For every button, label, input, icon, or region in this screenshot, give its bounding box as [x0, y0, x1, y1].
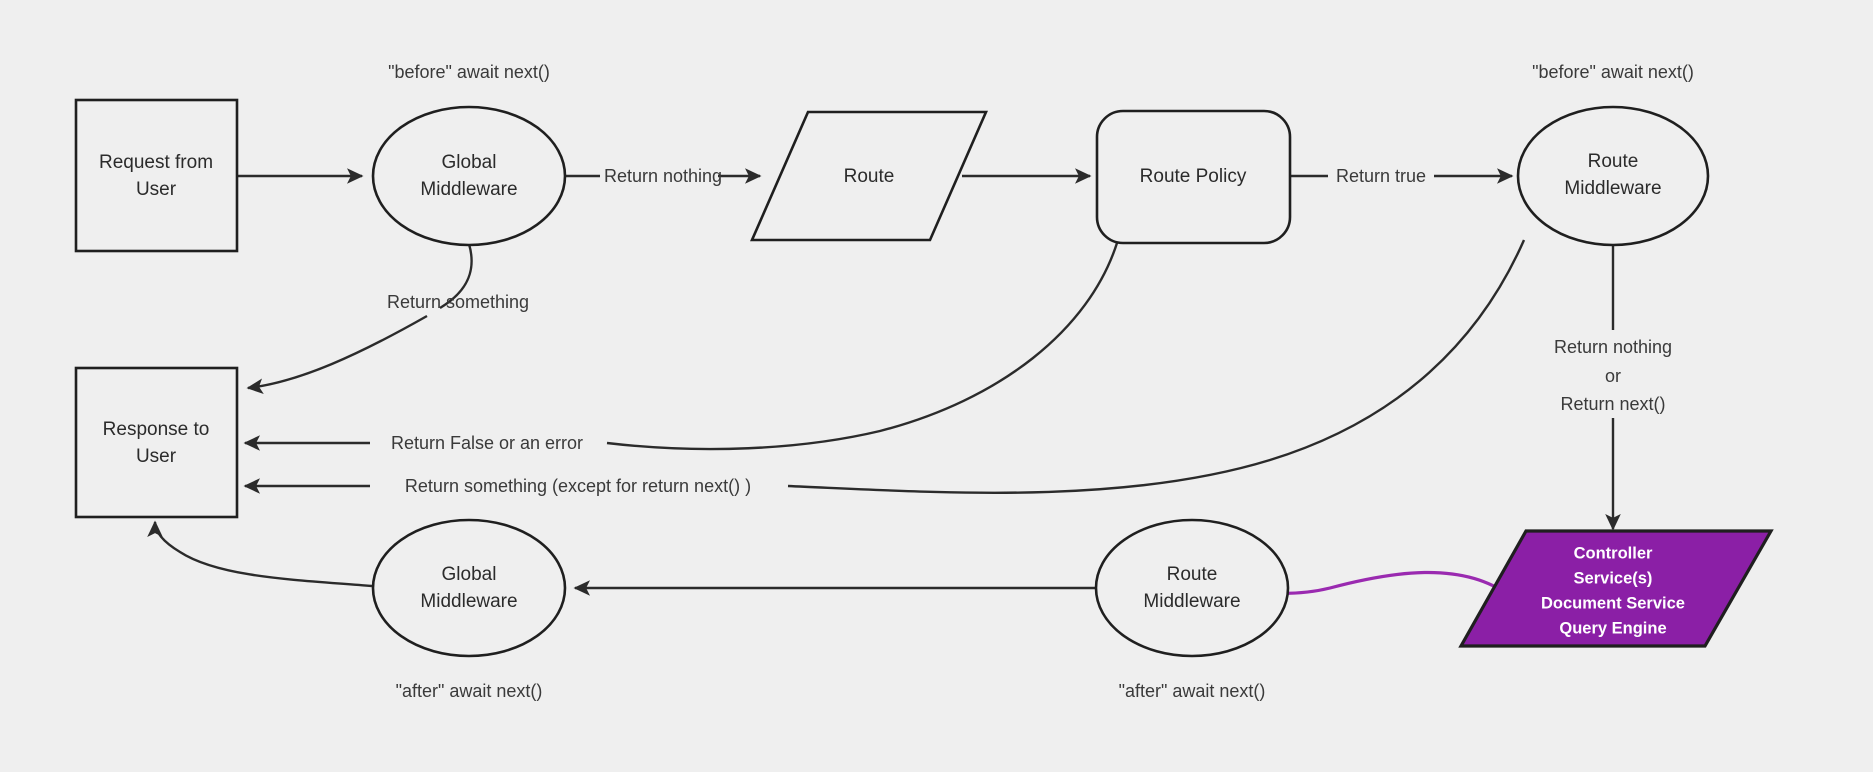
- node-route-middleware-top-line1: Route: [1588, 151, 1639, 172]
- node-response-to-user-line1: Response to: [103, 419, 210, 440]
- node-controller-services-line1: Controller: [1574, 544, 1653, 562]
- edge-label-return-nothing-or-next-line2: or: [1605, 366, 1621, 386]
- node-route-middleware-bottom-line2: Middleware: [1143, 591, 1240, 612]
- node-route-middleware-bottom[interactable]: Route Middleware: [1094, 518, 1290, 658]
- node-route-middleware-top[interactable]: Route Middleware: [1516, 105, 1710, 247]
- edge-route-policy-to-response: Return False or an error: [243, 242, 1119, 453]
- node-route-middleware-top-line2: Middleware: [1564, 178, 1661, 199]
- annotation-after-global-middleware: "after" await next(): [396, 681, 543, 701]
- node-global-middleware-top-line2: Middleware: [420, 179, 517, 200]
- node-global-middleware-top[interactable]: Global Middleware: [371, 105, 567, 247]
- node-request-from-user[interactable]: Request from User: [74, 98, 239, 253]
- node-route-label: Route: [844, 166, 895, 187]
- node-controller-services-line4: Query Engine: [1559, 619, 1666, 637]
- node-controller-services-line3: Document Service: [1541, 594, 1685, 612]
- edge-label-return-something: Return something: [387, 292, 529, 312]
- node-request-from-user-line1: Request from: [99, 152, 213, 173]
- edge-label-return-nothing-or-next-line1: Return nothing: [1554, 337, 1672, 357]
- annotation-before-route-middleware: "before" await next(): [1532, 62, 1694, 82]
- node-request-from-user-line2: User: [136, 179, 177, 200]
- node-global-middleware-bottom[interactable]: Global Middleware: [371, 518, 567, 658]
- node-controller-services-line2: Service(s): [1574, 569, 1653, 587]
- edge-route-middleware-to-controller: Return nothing or Return next(): [1554, 245, 1672, 531]
- edge-route-policy-to-route-middleware: Return true: [1290, 166, 1514, 186]
- edge-global-middleware-to-response: Return something: [246, 243, 529, 395]
- annotation-before-global-middleware: "before" await next(): [388, 62, 550, 82]
- node-global-middleware-bottom-line2: Middleware: [420, 591, 517, 612]
- node-controller-services[interactable]: Controller Service(s) Document Service Q…: [1458, 529, 1774, 648]
- annotation-after-route-middleware: "after" await next(): [1119, 681, 1266, 701]
- edge-label-return-nothing-or-next-line3: Return next(): [1560, 394, 1665, 414]
- node-route-policy[interactable]: Route Policy: [1095, 109, 1292, 245]
- node-global-middleware-top-line1: Global: [442, 152, 497, 173]
- edge-label-return-something-except: Return something (except for return next…: [405, 476, 751, 496]
- node-route-policy-label: Route Policy: [1140, 166, 1247, 187]
- node-response-to-user-line2: User: [136, 446, 177, 467]
- node-route-middleware-bottom-line1: Route: [1167, 564, 1218, 585]
- edge-label-return-false-or-error: Return False or an error: [391, 433, 583, 453]
- node-route[interactable]: Route: [750, 110, 988, 242]
- edge-label-return-true: Return true: [1336, 166, 1426, 186]
- edge-label-return-nothing: Return nothing: [604, 166, 722, 186]
- edge-global-middleware-to-route: Return nothing: [565, 166, 762, 186]
- node-response-to-user[interactable]: Response to User: [74, 366, 239, 519]
- node-global-middleware-bottom-line1: Global: [442, 564, 497, 585]
- edge-global-middleware-bottom-to-response: [147, 520, 373, 588]
- edge-route-middleware-to-response: Return something (except for return next…: [243, 239, 1526, 496]
